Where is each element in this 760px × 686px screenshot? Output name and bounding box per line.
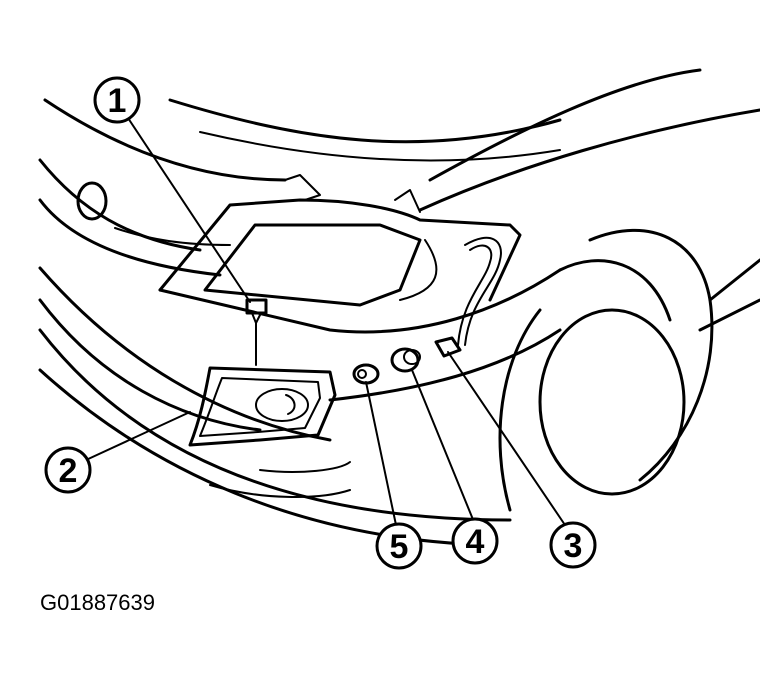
callout-2-label: 2 [59, 452, 78, 490]
callout-4-label: 4 [466, 523, 485, 561]
fog-lamp-assembly [188, 366, 337, 447]
callout-4: 4 [451, 517, 499, 565]
callout-1: 1 [93, 76, 141, 124]
grommet [390, 347, 421, 373]
vehicle-body-outline [38, 68, 760, 547]
electrical-connector [434, 336, 462, 358]
clip [352, 363, 380, 385]
headlamp-housing [158, 174, 522, 346]
callout-5: 5 [375, 522, 423, 570]
leader-lines [85, 117, 566, 526]
callout-5-label: 5 [390, 528, 409, 566]
callout-3: 3 [549, 521, 597, 569]
mounting-screw [245, 298, 268, 366]
figure-id: G01887639 [40, 590, 155, 615]
callout-3-label: 3 [564, 527, 583, 565]
callout-1-label: 1 [108, 82, 127, 120]
callout-2: 2 [44, 446, 92, 494]
